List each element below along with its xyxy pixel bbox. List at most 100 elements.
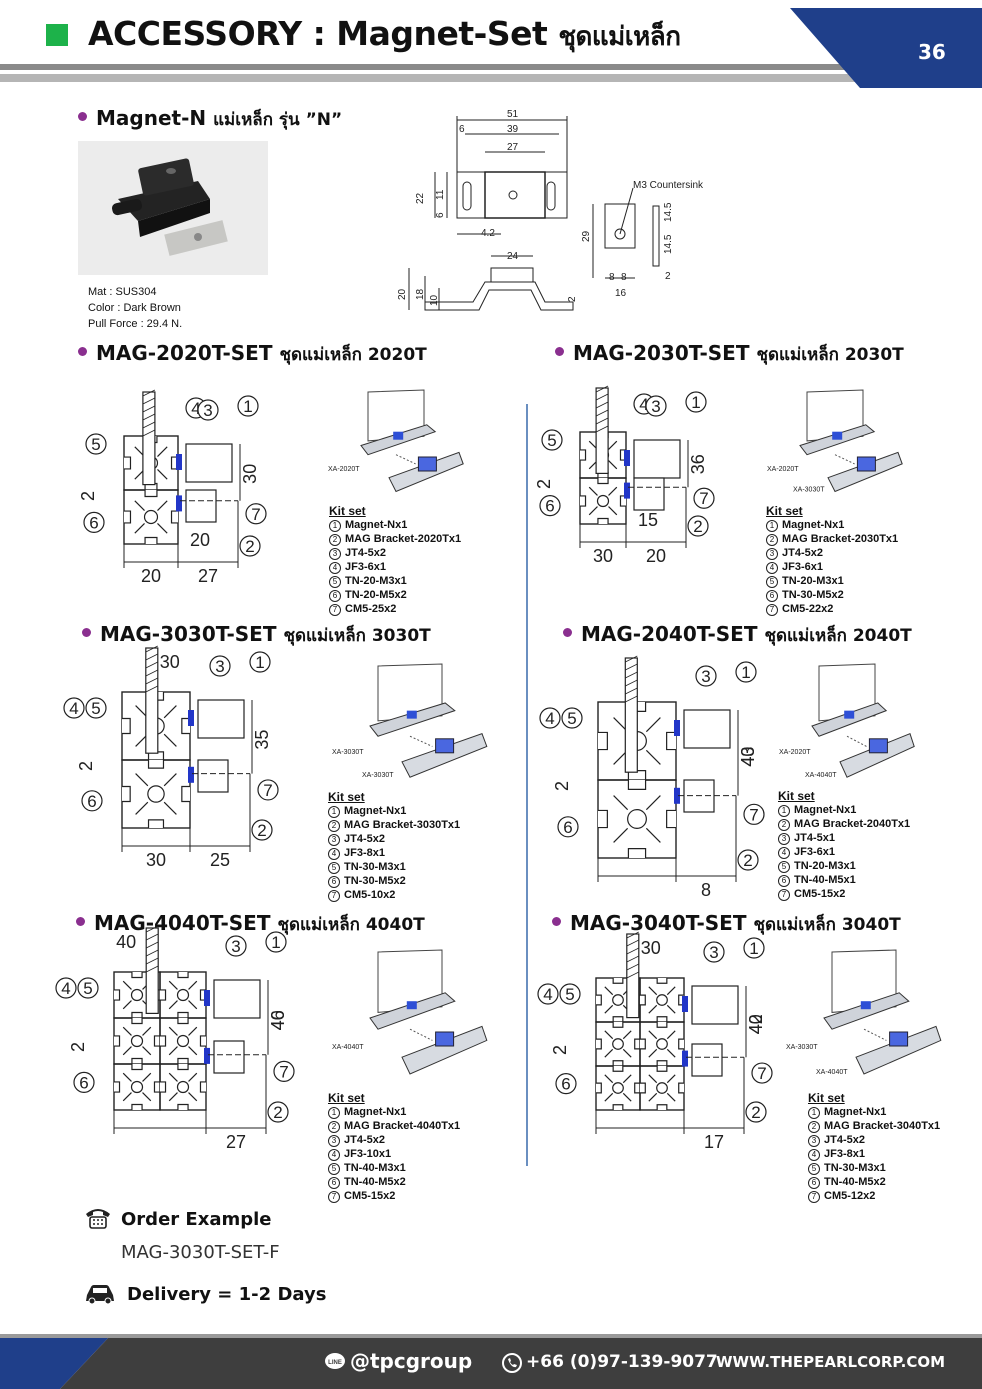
screw-mark — [682, 996, 688, 1012]
kit-item-label: MAG Bracket-2040Tx1 — [794, 818, 911, 830]
dimension-label: 46 — [268, 1010, 288, 1030]
dimension-label: 2 — [550, 1045, 570, 1055]
part-label: XA-3030T — [332, 749, 364, 756]
callout-circle — [257, 779, 279, 801]
kit-number: 2 — [808, 1121, 820, 1133]
magnet-mark — [406, 710, 417, 719]
kit-item-label: Magnet-Nx1 — [344, 805, 407, 817]
header-rule — [0, 64, 850, 70]
kit-number: 3 — [766, 548, 778, 560]
svg-text:11: 11 — [435, 189, 446, 200]
dimension-label: 20 — [190, 530, 210, 550]
kit-item-label: JF3-10x1 — [344, 1148, 392, 1160]
bracket-block — [197, 759, 229, 793]
kit-item-label: JF3-8x1 — [344, 847, 385, 859]
dimension-label: 35 — [252, 730, 272, 750]
kit-number: 2 — [329, 534, 341, 546]
dimension-label: 40 — [738, 747, 758, 767]
kit-item-label: JF3-6x1 — [345, 561, 386, 573]
footer-website[interactable]: WWW.THEPEARLCORP.COM — [716, 1353, 946, 1371]
dimension-label: 30 — [641, 938, 661, 958]
door-panel — [624, 657, 638, 773]
kit-item-label: MAG Bracket-3040Tx1 — [824, 1120, 941, 1132]
part-label: XA-2020T — [767, 466, 799, 473]
magnet-block — [197, 699, 245, 739]
callout-number: 4 — [639, 395, 648, 414]
callout-circle — [745, 1101, 767, 1123]
svg-text:8: 8 — [621, 272, 627, 283]
callout-number: 1 — [255, 653, 264, 672]
screw-mark — [176, 454, 182, 470]
callout-circle — [539, 494, 561, 517]
callout-number: 2 — [743, 851, 752, 870]
section-render: XA-2020T — [328, 389, 464, 493]
callout-circle — [209, 655, 231, 677]
callout-number: 5 — [565, 985, 574, 1004]
kit-item-label: JT4-5x2 — [344, 833, 385, 845]
kit-number: 3 — [808, 1135, 820, 1147]
callout-circle — [537, 983, 559, 1005]
callout-circle — [273, 1060, 295, 1082]
callout-number: 4 — [543, 985, 552, 1004]
header-accent-square — [46, 24, 68, 46]
bullet-icon — [78, 347, 87, 356]
kit-number: 5 — [808, 1163, 820, 1175]
callout-circle — [735, 661, 757, 683]
footer-social-handle[interactable]: @tpcgroup — [350, 1349, 473, 1373]
dimension-label: 20 — [646, 546, 666, 566]
callout-number: 3 — [231, 937, 240, 956]
part-label: XA-3030T — [793, 487, 825, 494]
door-panel — [145, 647, 159, 754]
callout-circle — [245, 503, 267, 525]
footer-phone[interactable]: +66 (0)97-139-9077 — [526, 1352, 718, 1372]
kit-number: 7 — [766, 604, 778, 616]
svg-text:22: 22 — [415, 192, 426, 204]
callout-circle — [541, 429, 563, 451]
kit-item-label: JF3-6x1 — [782, 561, 823, 573]
callout-number: 2 — [751, 1103, 760, 1122]
magnet-n-title: Magnet-N แม่เหล็ก รุ่น ”N” — [78, 106, 342, 133]
kit-item-label: Magnet-Nx1 — [824, 1106, 887, 1118]
screw-mark — [176, 495, 182, 512]
svg-text:LINE: LINE — [328, 1360, 342, 1366]
callout-circle — [693, 487, 715, 509]
kit-item: 2 MAG Bracket-2040Tx1 — [778, 817, 910, 831]
callout-circle — [55, 977, 77, 999]
kit-number: 1 — [329, 520, 341, 532]
dimension-label: 40 — [746, 1014, 766, 1034]
kit-number: 1 — [808, 1107, 820, 1119]
dimension-label: 2 — [76, 761, 96, 771]
svg-text:8: 8 — [609, 272, 615, 283]
section-render: XA-2020T XA-3030T — [767, 389, 903, 494]
callout-number: 7 — [699, 489, 708, 508]
dimension-label: 30 — [160, 652, 180, 672]
kit-number: 2 — [778, 819, 790, 831]
magnet-mark — [844, 710, 855, 719]
line-app-icon[interactable]: LINE — [324, 1352, 346, 1372]
dimension-label: 20 — [141, 566, 161, 586]
callout-number: 4 — [191, 399, 200, 418]
callout-circle — [743, 803, 765, 825]
render-group: XA-4040T — [332, 949, 488, 1075]
callout-circle — [63, 697, 85, 719]
